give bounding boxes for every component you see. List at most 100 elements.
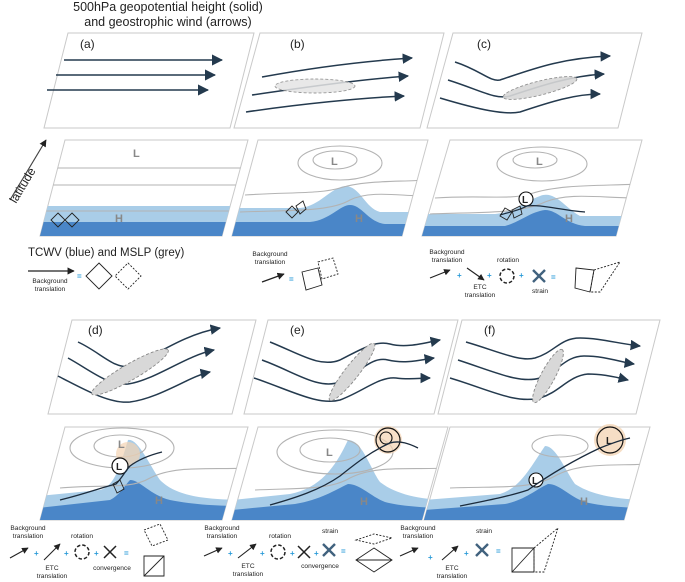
tcwv-dark-band (40, 222, 248, 236)
strain-icon (475, 543, 489, 557)
term-label: Background (252, 251, 288, 258)
tcwv-light-band (232, 440, 448, 520)
low-label: L (331, 156, 338, 168)
plus-sign: + (519, 271, 524, 280)
moisture-filament (274, 78, 356, 94)
parcel-after (143, 523, 169, 547)
legend-c: Background translation + ETC translation… (429, 249, 622, 299)
panel-f-upper: (f) (437, 319, 661, 415)
low-label: L (536, 156, 543, 168)
convergence-icon (297, 545, 311, 559)
air-parcel (285, 205, 299, 219)
plus-sign: + (290, 549, 295, 558)
plus-sign: + (228, 549, 233, 558)
plus-sign: + (260, 549, 265, 558)
panel-c-upper: (c) (426, 32, 643, 129)
term-label: rotation (269, 533, 291, 540)
air-parcel (295, 200, 307, 215)
etc-arrow (441, 545, 459, 561)
term-label: translation (437, 573, 468, 580)
air-parcel (112, 479, 125, 494)
legend-d: Background translation + ETC translation… (9, 523, 169, 580)
streamline (465, 337, 642, 360)
panel-c-surface: L H L (421, 139, 643, 237)
tcwv-dark-band (232, 205, 428, 236)
highlight-halo (594, 424, 626, 456)
panel-a-surface: L H (39, 139, 249, 237)
parcel-after (589, 261, 622, 293)
legend-e: Background translation + ETC translation… (203, 525, 394, 578)
parcel-before (85, 262, 113, 290)
parcel-after (533, 526, 559, 573)
equals-sign: = (124, 549, 129, 558)
parcel-diagonal (143, 555, 165, 577)
isobar (239, 193, 426, 213)
plus-sign: + (464, 549, 469, 558)
title-line-1: 500hPa geopotential height (solid) (73, 0, 263, 14)
latitude-arrow (9, 139, 47, 201)
latitude-label: latitude (7, 165, 39, 206)
front-line (269, 441, 419, 506)
term-label: convergence (93, 565, 131, 572)
term-label: translation (432, 257, 463, 264)
moisture-filament (502, 76, 578, 100)
parcel-before (301, 267, 323, 291)
isobar (496, 146, 588, 182)
streamline (449, 372, 630, 401)
parcel-after (114, 262, 142, 290)
isobar (449, 463, 650, 489)
tcwv-light-band (40, 206, 248, 222)
streamline (67, 346, 216, 385)
moisture-filament (91, 348, 169, 396)
panel-label-f: (f) (484, 323, 495, 337)
plus-sign: + (428, 553, 433, 562)
isobar (297, 145, 383, 181)
panel-d-upper: (d) (47, 319, 257, 415)
legend-a: Background translation = (28, 262, 142, 293)
isobar (429, 195, 641, 215)
streamline (269, 336, 442, 364)
plus-sign: + (94, 549, 99, 558)
term-label: translation (207, 533, 238, 540)
cyclone-center-ring (375, 427, 401, 453)
translation-arrow (203, 547, 223, 557)
equals-sign: = (341, 547, 346, 556)
equals-sign: = (551, 273, 556, 282)
plus-sign: + (487, 271, 492, 280)
air-parcel (64, 212, 80, 228)
strain-icon (322, 543, 336, 557)
panel-label-c: (c) (477, 37, 491, 51)
air-parcel (511, 205, 523, 219)
term-label: strain (322, 528, 338, 535)
streamline (57, 368, 212, 403)
term-label: convergence (301, 563, 339, 570)
front-line (499, 205, 586, 216)
isobar (59, 467, 248, 489)
high-label: H (155, 495, 163, 507)
term-label: ETC (473, 284, 486, 291)
equals-sign: = (496, 547, 501, 556)
etc-arrow (466, 267, 485, 281)
isobar (254, 467, 446, 491)
etc-arrow (237, 543, 257, 559)
term-label: Background (32, 278, 68, 285)
parcel-before (355, 547, 393, 573)
term-label: Background (204, 525, 240, 532)
term-label: Background (10, 525, 46, 532)
high-label: H (565, 213, 573, 225)
streamline (245, 91, 406, 113)
cyclone-label: L (116, 462, 122, 473)
translation-arrow (429, 269, 451, 279)
cyclone-center (111, 457, 129, 475)
tcwv-legend-label: TCWV (blue) and MSLP (grey) (28, 247, 185, 259)
high-label: H (580, 496, 588, 508)
rotation-icon (499, 268, 515, 284)
term-label: rotation (71, 533, 93, 540)
translation-arrow (9, 547, 29, 559)
term-label: translation (35, 286, 66, 293)
parcel-before (143, 555, 165, 577)
panel-label-a: (a) (80, 37, 95, 51)
parcel-before (511, 547, 535, 573)
isobar (299, 437, 361, 463)
